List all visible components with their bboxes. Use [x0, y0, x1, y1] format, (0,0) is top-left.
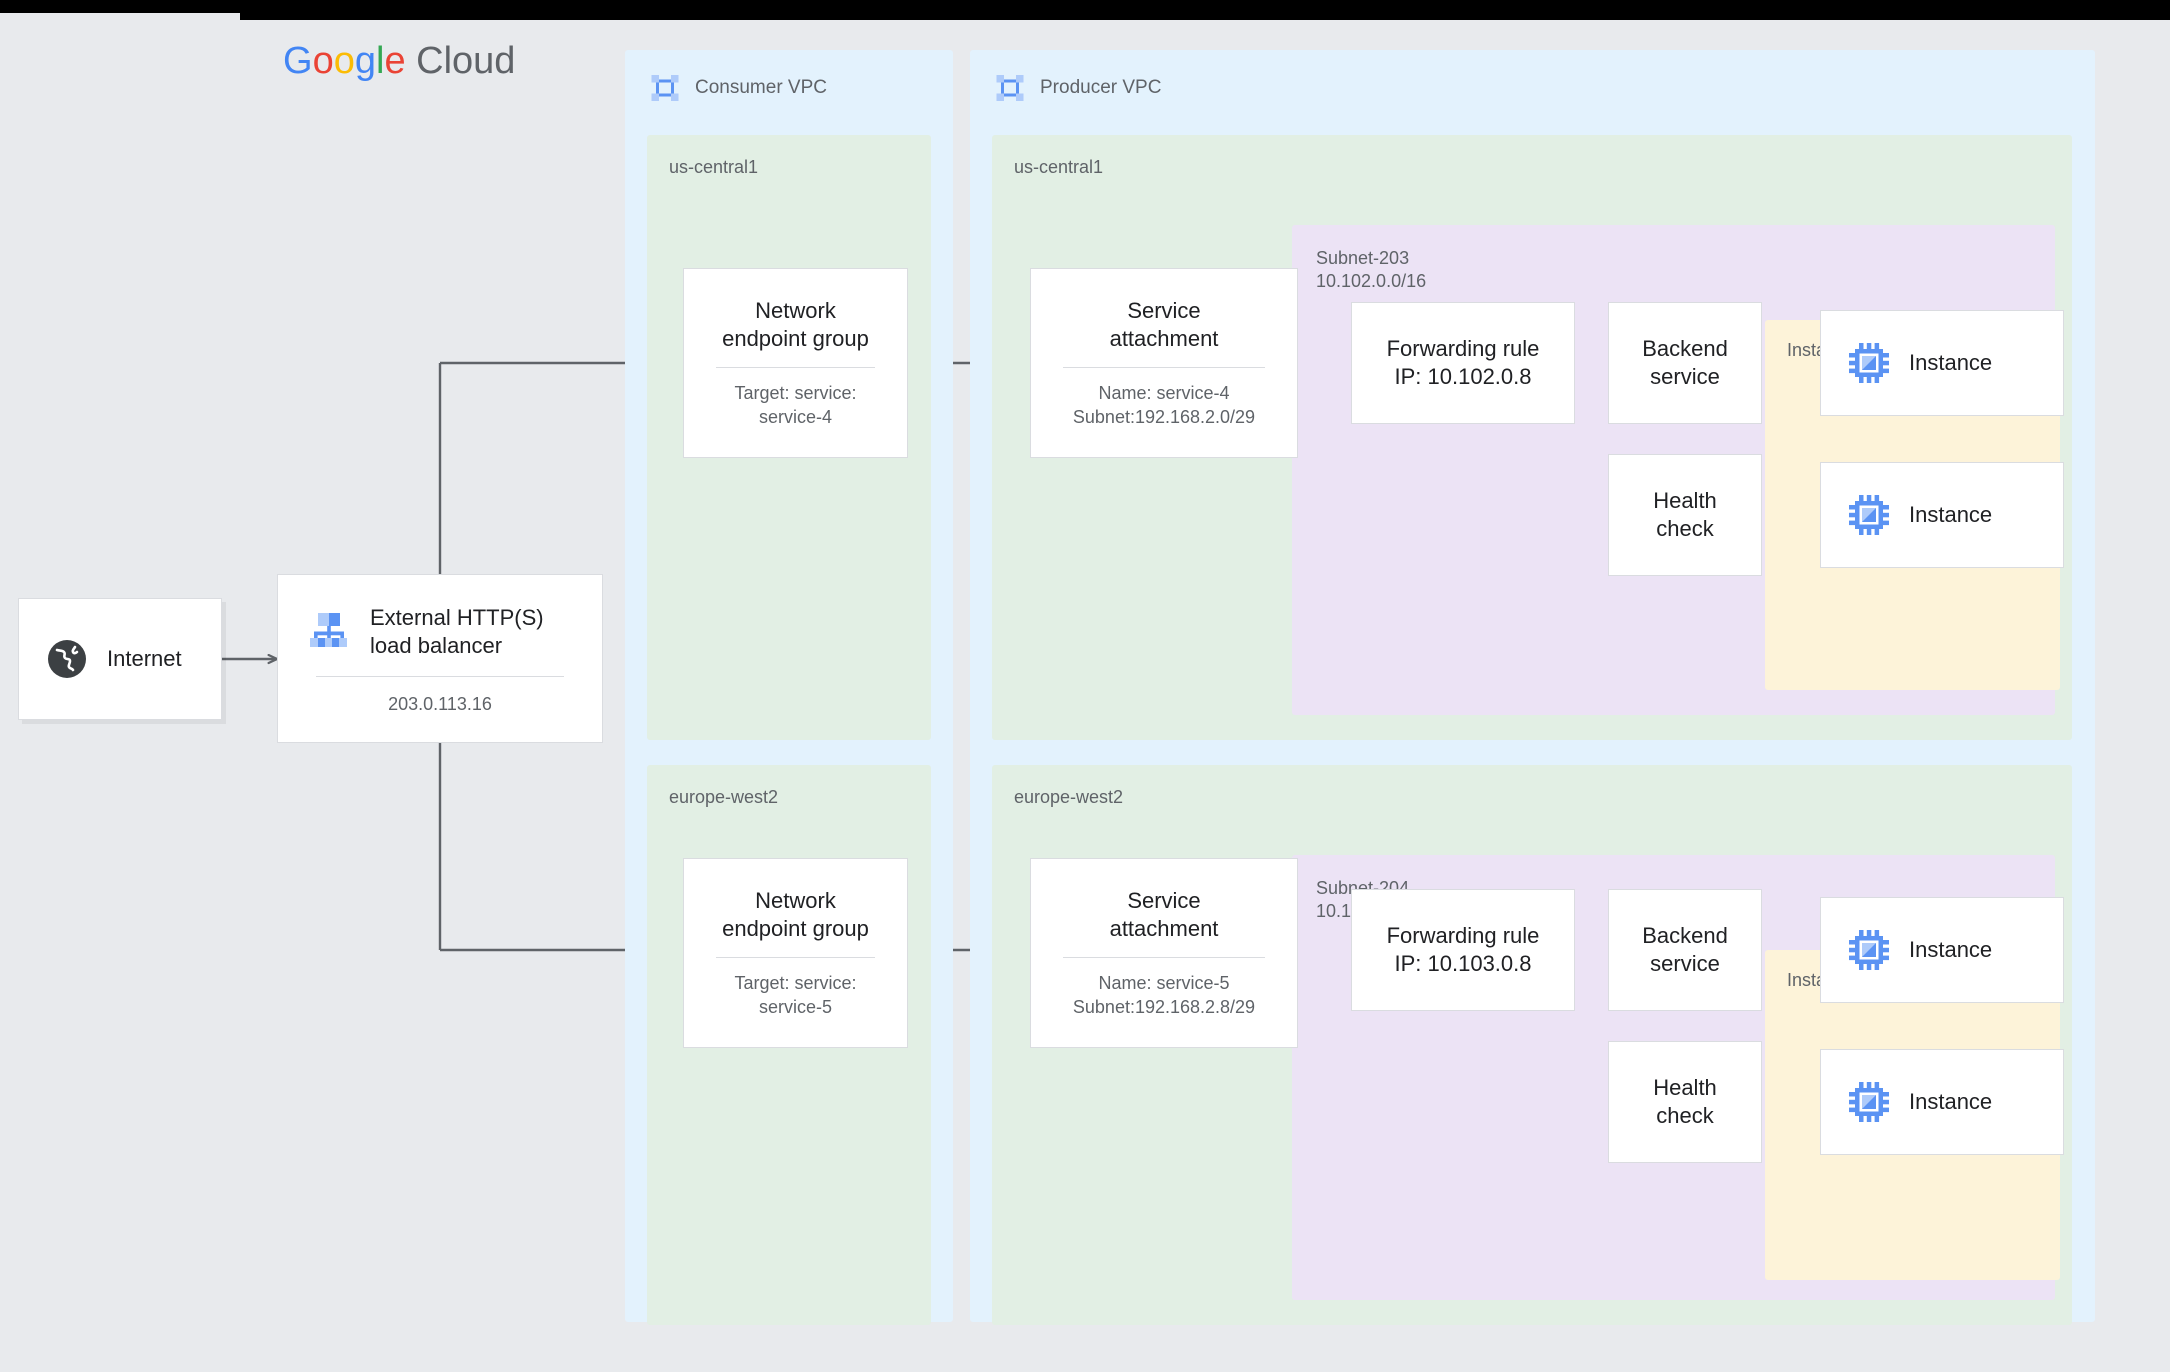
backend-service-title-top: Backend service	[1642, 335, 1728, 389]
backend-service-europe-west2[interactable]: Backend service	[1608, 889, 1762, 1011]
forwarding-rule-title-top: Forwarding rule IP: 10.102.0.8	[1386, 335, 1540, 389]
instance-chip-icon	[1847, 493, 1891, 537]
instance-node-bottom-1[interactable]: Instance	[1820, 897, 2064, 1003]
instance-chip-icon	[1847, 341, 1891, 385]
sa-sub-bottom: Name: service-5 Subnet:192.168.2.8/29	[1072, 973, 1256, 1017]
health-check-title-top: Health check	[1653, 487, 1717, 541]
instance-label-top-2: Instance	[1909, 502, 1993, 527]
subnet-203-label: Subnet-203 10.102.0.0/16	[1316, 247, 1426, 293]
neg-sub-bottom: Target: service: service-5	[734, 973, 857, 1017]
logo-letter-g2: g	[354, 40, 376, 82]
logo-letter-l: l	[375, 40, 385, 82]
instance-node-top-2[interactable]: Instance	[1820, 462, 2064, 568]
logo-letter-g1: G	[283, 40, 313, 82]
sa-divider-bottom	[1063, 957, 1265, 959]
producer-vpc-header: Producer VPC	[994, 72, 1161, 104]
consumer-region-label-us-central1: us-central1	[669, 157, 759, 177]
subnet-203-name: Subnet-203	[1316, 248, 1410, 268]
google-cloud-logo: Google Cloud	[283, 40, 515, 83]
vpc-icon	[994, 72, 1026, 104]
health-check-europe-west2[interactable]: Health check	[1608, 1041, 1762, 1163]
network-endpoint-group-us-central1[interactable]: Network endpoint group Target: service: …	[683, 268, 908, 458]
forwarding-rule-us-central1[interactable]: Forwarding rule IP: 10.102.0.8	[1351, 302, 1575, 424]
forwarding-rule-title-bottom: Forwarding rule IP: 10.103.0.8	[1386, 922, 1540, 976]
sa-title-top: Service attachment	[1109, 297, 1219, 352]
health-check-us-central1[interactable]: Health check	[1608, 454, 1762, 576]
instance-label-bottom-2: Instance	[1909, 1089, 1993, 1114]
consumer-vpc-header: Consumer VPC	[649, 72, 827, 104]
neg-sub-top: Target: service: service-4	[734, 383, 857, 427]
load-balancer-icon	[306, 607, 352, 658]
instance-chip-icon	[1847, 928, 1891, 972]
vpc-icon	[649, 72, 681, 104]
load-balancer-divider	[316, 676, 564, 678]
consumer-region-label-europe-west2: europe-west2	[669, 787, 779, 807]
neg-title-top: Network endpoint group	[722, 297, 869, 352]
neg-divider-top	[716, 367, 875, 369]
health-check-title-bottom: Health check	[1653, 1074, 1717, 1128]
instance-node-top-1[interactable]: Instance	[1820, 310, 2064, 416]
sa-title-bottom: Service attachment	[1109, 887, 1219, 942]
instance-label-top-1: Instance	[1909, 350, 1993, 375]
forwarding-rule-europe-west2[interactable]: Forwarding rule IP: 10.103.0.8	[1351, 889, 1575, 1011]
producer-region-label-europe-west2: europe-west2	[1014, 787, 1124, 807]
neg-title-bottom: Network endpoint group	[722, 887, 869, 942]
service-attachment-us-central1[interactable]: Service attachment Name: service-4 Subne…	[1030, 268, 1298, 458]
internet-node[interactable]: Internet	[18, 598, 222, 720]
instance-chip-icon	[1847, 1080, 1891, 1124]
external-http-load-balancer-node[interactable]: External HTTP(S) load balancer 203.0.113…	[277, 574, 603, 743]
sa-sub-top: Name: service-4 Subnet:192.168.2.0/29	[1072, 383, 1256, 427]
logo-word-cloud: Cloud	[405, 40, 516, 82]
backend-service-title-bottom: Backend service	[1642, 922, 1728, 976]
load-balancer-ip: 203.0.113.16	[388, 694, 492, 715]
subnet-203-cidr: 10.102.0.0/16	[1316, 271, 1427, 292]
backend-service-us-central1[interactable]: Backend service	[1608, 302, 1762, 424]
service-attachment-europe-west2[interactable]: Service attachment Name: service-5 Subne…	[1030, 858, 1298, 1048]
globe-icon	[45, 637, 89, 681]
consumer-vpc-container: Consumer VPC us-central1 europe-west2	[625, 50, 953, 1325]
network-endpoint-group-europe-west2[interactable]: Network endpoint group Target: service: …	[683, 858, 908, 1048]
logo-letter-o2: o	[333, 40, 355, 82]
load-balancer-title: External HTTP(S) load balancer	[370, 605, 544, 659]
instance-node-bottom-2[interactable]: Instance	[1820, 1049, 2064, 1155]
instance-label-bottom-1: Instance	[1909, 937, 1993, 962]
logo-letter-e: e	[384, 40, 406, 82]
sa-divider-top	[1063, 367, 1265, 369]
producer-vpc-title: Producer VPC	[1040, 77, 1162, 98]
producer-region-label-us-central1: us-central1	[1014, 157, 1104, 177]
internet-label: Internet	[107, 646, 182, 671]
top-black-bar-2	[240, 0, 2170, 20]
neg-divider-bottom	[716, 957, 875, 959]
consumer-vpc-title: Consumer VPC	[695, 77, 827, 98]
logo-letter-o1: o	[312, 40, 334, 82]
